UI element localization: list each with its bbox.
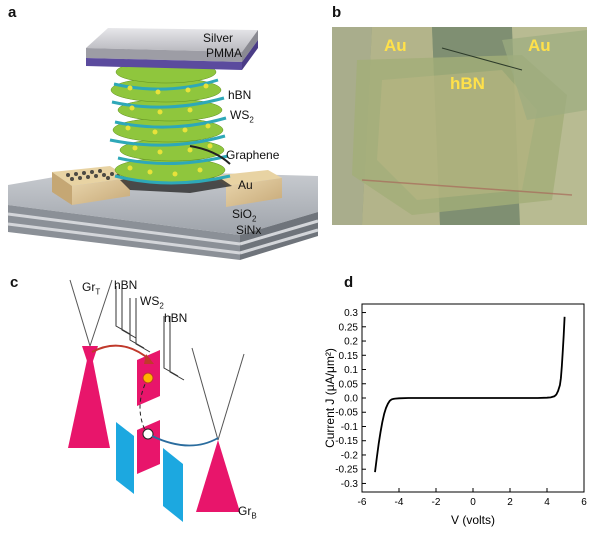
label-au-a: Au [238, 178, 253, 192]
label-silver: Silver [203, 31, 234, 45]
panel-c: c [0, 268, 320, 537]
barrier-lines [115, 286, 185, 381]
crystal-layers [109, 60, 232, 193]
panel-a-letter: a [8, 4, 17, 21]
panel-d: d -6 -4 -2 0 2 4 6 -0.3 -0.25 -0.2 -0.15 -0.1 -0.05… [322, 268, 600, 537]
y-tick-label: -0.2 [341, 450, 359, 461]
y-tick-label: 0.1 [344, 365, 358, 376]
hole-marker [142, 428, 154, 440]
label-ws2-a: WS2 [230, 108, 254, 125]
label-pmma: PMMA [206, 46, 242, 60]
label-hbn-b: hBN [450, 74, 485, 93]
label-grb: GrB [238, 504, 257, 521]
x-tick-label: 4 [544, 497, 550, 508]
x-tick-label: -6 [358, 497, 367, 508]
tunneling-arrow [91, 344, 151, 361]
panel-b: b Au Au hBN [322, 0, 600, 268]
y-tick-label: 0.0 [344, 394, 358, 405]
y-tick-label: 0.2 [344, 337, 358, 348]
label-hbn-top: hBN [114, 278, 138, 292]
x-tick-label: 6 [581, 497, 587, 508]
label-au-left: Au [384, 36, 407, 55]
pmma-silver-cap [86, 28, 258, 70]
label-ws2-c: WS2 [140, 294, 164, 311]
panel-b-letter: b [332, 4, 342, 21]
hbn-bands [116, 422, 183, 522]
y-tick-label: -0.05 [335, 408, 358, 419]
x-axis-label: V (volts) [451, 513, 495, 527]
label-hbn-right: hBN [164, 311, 188, 325]
jv-chart: -6 -4 -2 0 2 4 6 -0.3 -0.25 -0.2 -0.15 -0.1 -0.05 0.… [323, 303, 587, 527]
band-diagram [68, 279, 245, 522]
y-tick-label: -0.15 [335, 436, 358, 447]
y-axis-label: Current J (μA/μm²) [323, 348, 337, 448]
label-au-right: Au [528, 36, 551, 55]
optical-micrograph [332, 27, 587, 225]
x-tick-label: -2 [432, 497, 441, 508]
label-graphene: Graphene [226, 148, 280, 162]
label-sinx: SiNx [236, 223, 262, 237]
y-tick-label: 0.25 [339, 322, 359, 333]
y-tick-label: 0.15 [339, 351, 359, 362]
hole-transport-curve [151, 435, 219, 447]
x-tick-label: 0 [470, 497, 476, 508]
label-hbn-a: hBN [228, 88, 252, 102]
y-tick-label: 0.3 [344, 308, 358, 319]
y-tick-label: -0.1 [341, 422, 359, 433]
x-tick-label: 2 [507, 497, 513, 508]
panel-c-letter: c [10, 274, 19, 291]
y-tick-label: -0.25 [335, 465, 358, 476]
y-tick-label: 0.05 [339, 379, 359, 390]
label-grt: GrT [82, 280, 101, 297]
panel-d-letter: d [344, 274, 354, 291]
heterostructure-illustration [7, 28, 319, 260]
series-line [374, 316, 566, 473]
recombination-path [139, 377, 149, 437]
panel-a: a [0, 0, 320, 268]
gold-contacts [52, 166, 282, 207]
label-sio2: SiO2 [232, 207, 257, 224]
x-tick-label: -4 [395, 497, 404, 508]
graphene-top-cone [68, 279, 113, 448]
electron-marker [142, 372, 154, 384]
y-tick-label: -0.3 [341, 479, 359, 490]
graphene-bottom-cone [191, 347, 245, 512]
